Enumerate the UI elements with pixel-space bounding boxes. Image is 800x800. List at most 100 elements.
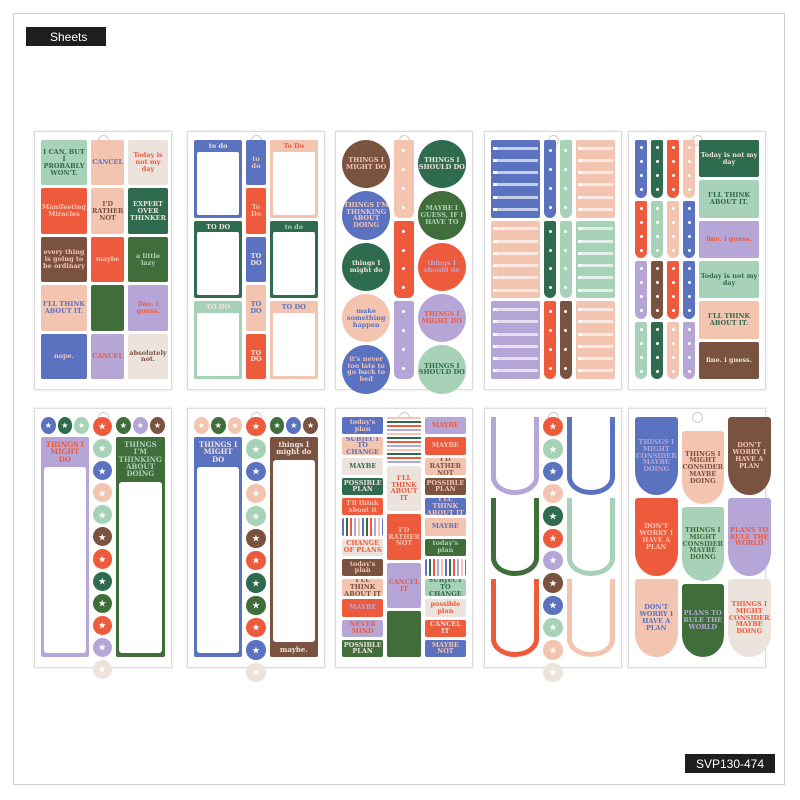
punch-hole (655, 206, 659, 210)
sticker-column (394, 140, 414, 380)
punch-hole (402, 148, 406, 152)
punch-hole (687, 146, 691, 150)
punch-hole (548, 186, 552, 190)
sticker-text: Today is not my day (133, 151, 163, 174)
punch-hole (639, 188, 643, 192)
box-sticker: POSSIBLE PLAN (424, 477, 467, 495)
sticker-sheet: ★★★THINGS I MIGHT DO★★★★★★★★★★★★★★★thing… (187, 408, 325, 682)
check-sticker (575, 220, 616, 299)
box-sticker: MAYBE (424, 417, 467, 435)
sticker-text: a little lazy (136, 251, 161, 267)
box-sticker: TO DO (246, 236, 266, 283)
star-sticker: ★ (246, 550, 266, 571)
box-sticker: EXPERT OVER THINKER (128, 188, 168, 234)
punch-hole (402, 310, 406, 314)
star-sticker: ★ (543, 595, 563, 615)
strip-sticker (559, 220, 572, 299)
punch-hole (655, 234, 659, 238)
punch-hole (402, 286, 406, 290)
frame-sticker: to do (194, 140, 243, 218)
box-sticker: NEVER MIND (342, 619, 384, 637)
checklist-line (493, 288, 539, 292)
box-sticker: a little lazy (128, 236, 168, 283)
punch-hole (671, 327, 675, 331)
box-sticker: CANCEL IT (424, 619, 467, 637)
sticker-text: I CAN, BUT I PROBABLY WON'T. (43, 148, 85, 177)
sticker-sheet: ★★★★★★★★★★★★ (484, 408, 622, 682)
sticker-text: Today is not my day (700, 271, 758, 287)
star-sticker: ★ (246, 439, 266, 459)
star-sticker: ★ (543, 528, 563, 548)
box-sticker: Today is not my day (128, 140, 168, 186)
sticker-column (575, 140, 616, 380)
check-sticker (575, 140, 616, 218)
punch-hole (687, 369, 691, 373)
sticker-text: TO DO (250, 300, 262, 315)
box-sticker: POSSIBLE PLAN (342, 639, 384, 657)
check-sticker (575, 301, 616, 380)
sticker-column (651, 140, 663, 379)
circle-sticker: THINGS I MIGHT DO (417, 293, 466, 343)
punch-hole (687, 309, 691, 313)
checklist-line (577, 288, 614, 292)
box-sticker (387, 611, 421, 657)
star-sticker: ★ (246, 640, 266, 660)
box-sticker: CANCEL (90, 140, 125, 186)
sticker-text: MAYBE (349, 603, 377, 612)
checklist-line (577, 146, 614, 150)
u-sticker (491, 417, 540, 495)
sticker-text: it's never too late to go back to bed (347, 354, 386, 384)
punch-hole (564, 205, 568, 209)
sticker-text: CANCEL IT (388, 577, 420, 593)
box-sticker: fine. i guess. (699, 341, 759, 379)
punch-hole (548, 267, 552, 271)
sticker-column: I CAN, BUT I PROBABLY WON'T.Manifesting … (41, 140, 87, 380)
punch-hole (671, 355, 675, 359)
box-sticker: POSSIBLE PLAN (342, 477, 384, 495)
punch-hole (687, 248, 691, 252)
strip-sticker (544, 220, 556, 299)
strip-sticker (667, 140, 679, 198)
image-frame (13, 13, 785, 785)
punch-hole (655, 220, 659, 224)
write-in-area (197, 313, 240, 377)
frame-sticker: to do (269, 220, 318, 299)
sticker-text: absolutely not. (129, 348, 167, 364)
punch-hole (655, 369, 659, 373)
check-sticker (491, 301, 541, 380)
star-sticker: ★ (246, 617, 266, 638)
star-sticker: ★ (286, 417, 302, 434)
sticker-text: I'LL THINK ABOUT IT. (707, 312, 751, 327)
sticker-text: today's plan (349, 417, 376, 433)
sticker-text: fine. i guess. (706, 355, 752, 364)
punch-hole (548, 205, 552, 209)
star-sticker: ★ (246, 528, 266, 548)
sticker-text: today's plan (349, 559, 376, 575)
punch-hole (402, 229, 406, 233)
star-sticker: ★ (92, 483, 112, 503)
sticker-text: DON'T WORRY I HAVE A PLAN (639, 603, 673, 632)
punch-hole (564, 329, 568, 333)
sticker-text: TO DO (250, 251, 262, 267)
star-sticker: ★ (92, 615, 112, 635)
sticker-column (491, 417, 540, 657)
sticker-sheet: I CAN, BUT I PROBABLY WON'T.Manifesting … (34, 131, 172, 390)
star-sticker: ★ (92, 593, 112, 613)
star-sticker: ★ (246, 573, 266, 593)
sticker-text: THINGS I SHOULD DO (418, 156, 465, 172)
star-sticker: ★ (57, 417, 73, 434)
write-in-area (272, 232, 315, 296)
sticker-text: things I might do (349, 259, 383, 274)
circle-sticker: MAYBE I GUESS, IF I HAVE TO (417, 191, 466, 240)
punch-hole (655, 146, 659, 150)
checklist-line (493, 357, 539, 361)
star-sticker: ★ (92, 659, 112, 679)
star-sticker: ★ (246, 595, 266, 615)
sticker-column (635, 140, 647, 379)
write-in-area (272, 151, 315, 215)
star-sticker: ★ (92, 417, 112, 437)
